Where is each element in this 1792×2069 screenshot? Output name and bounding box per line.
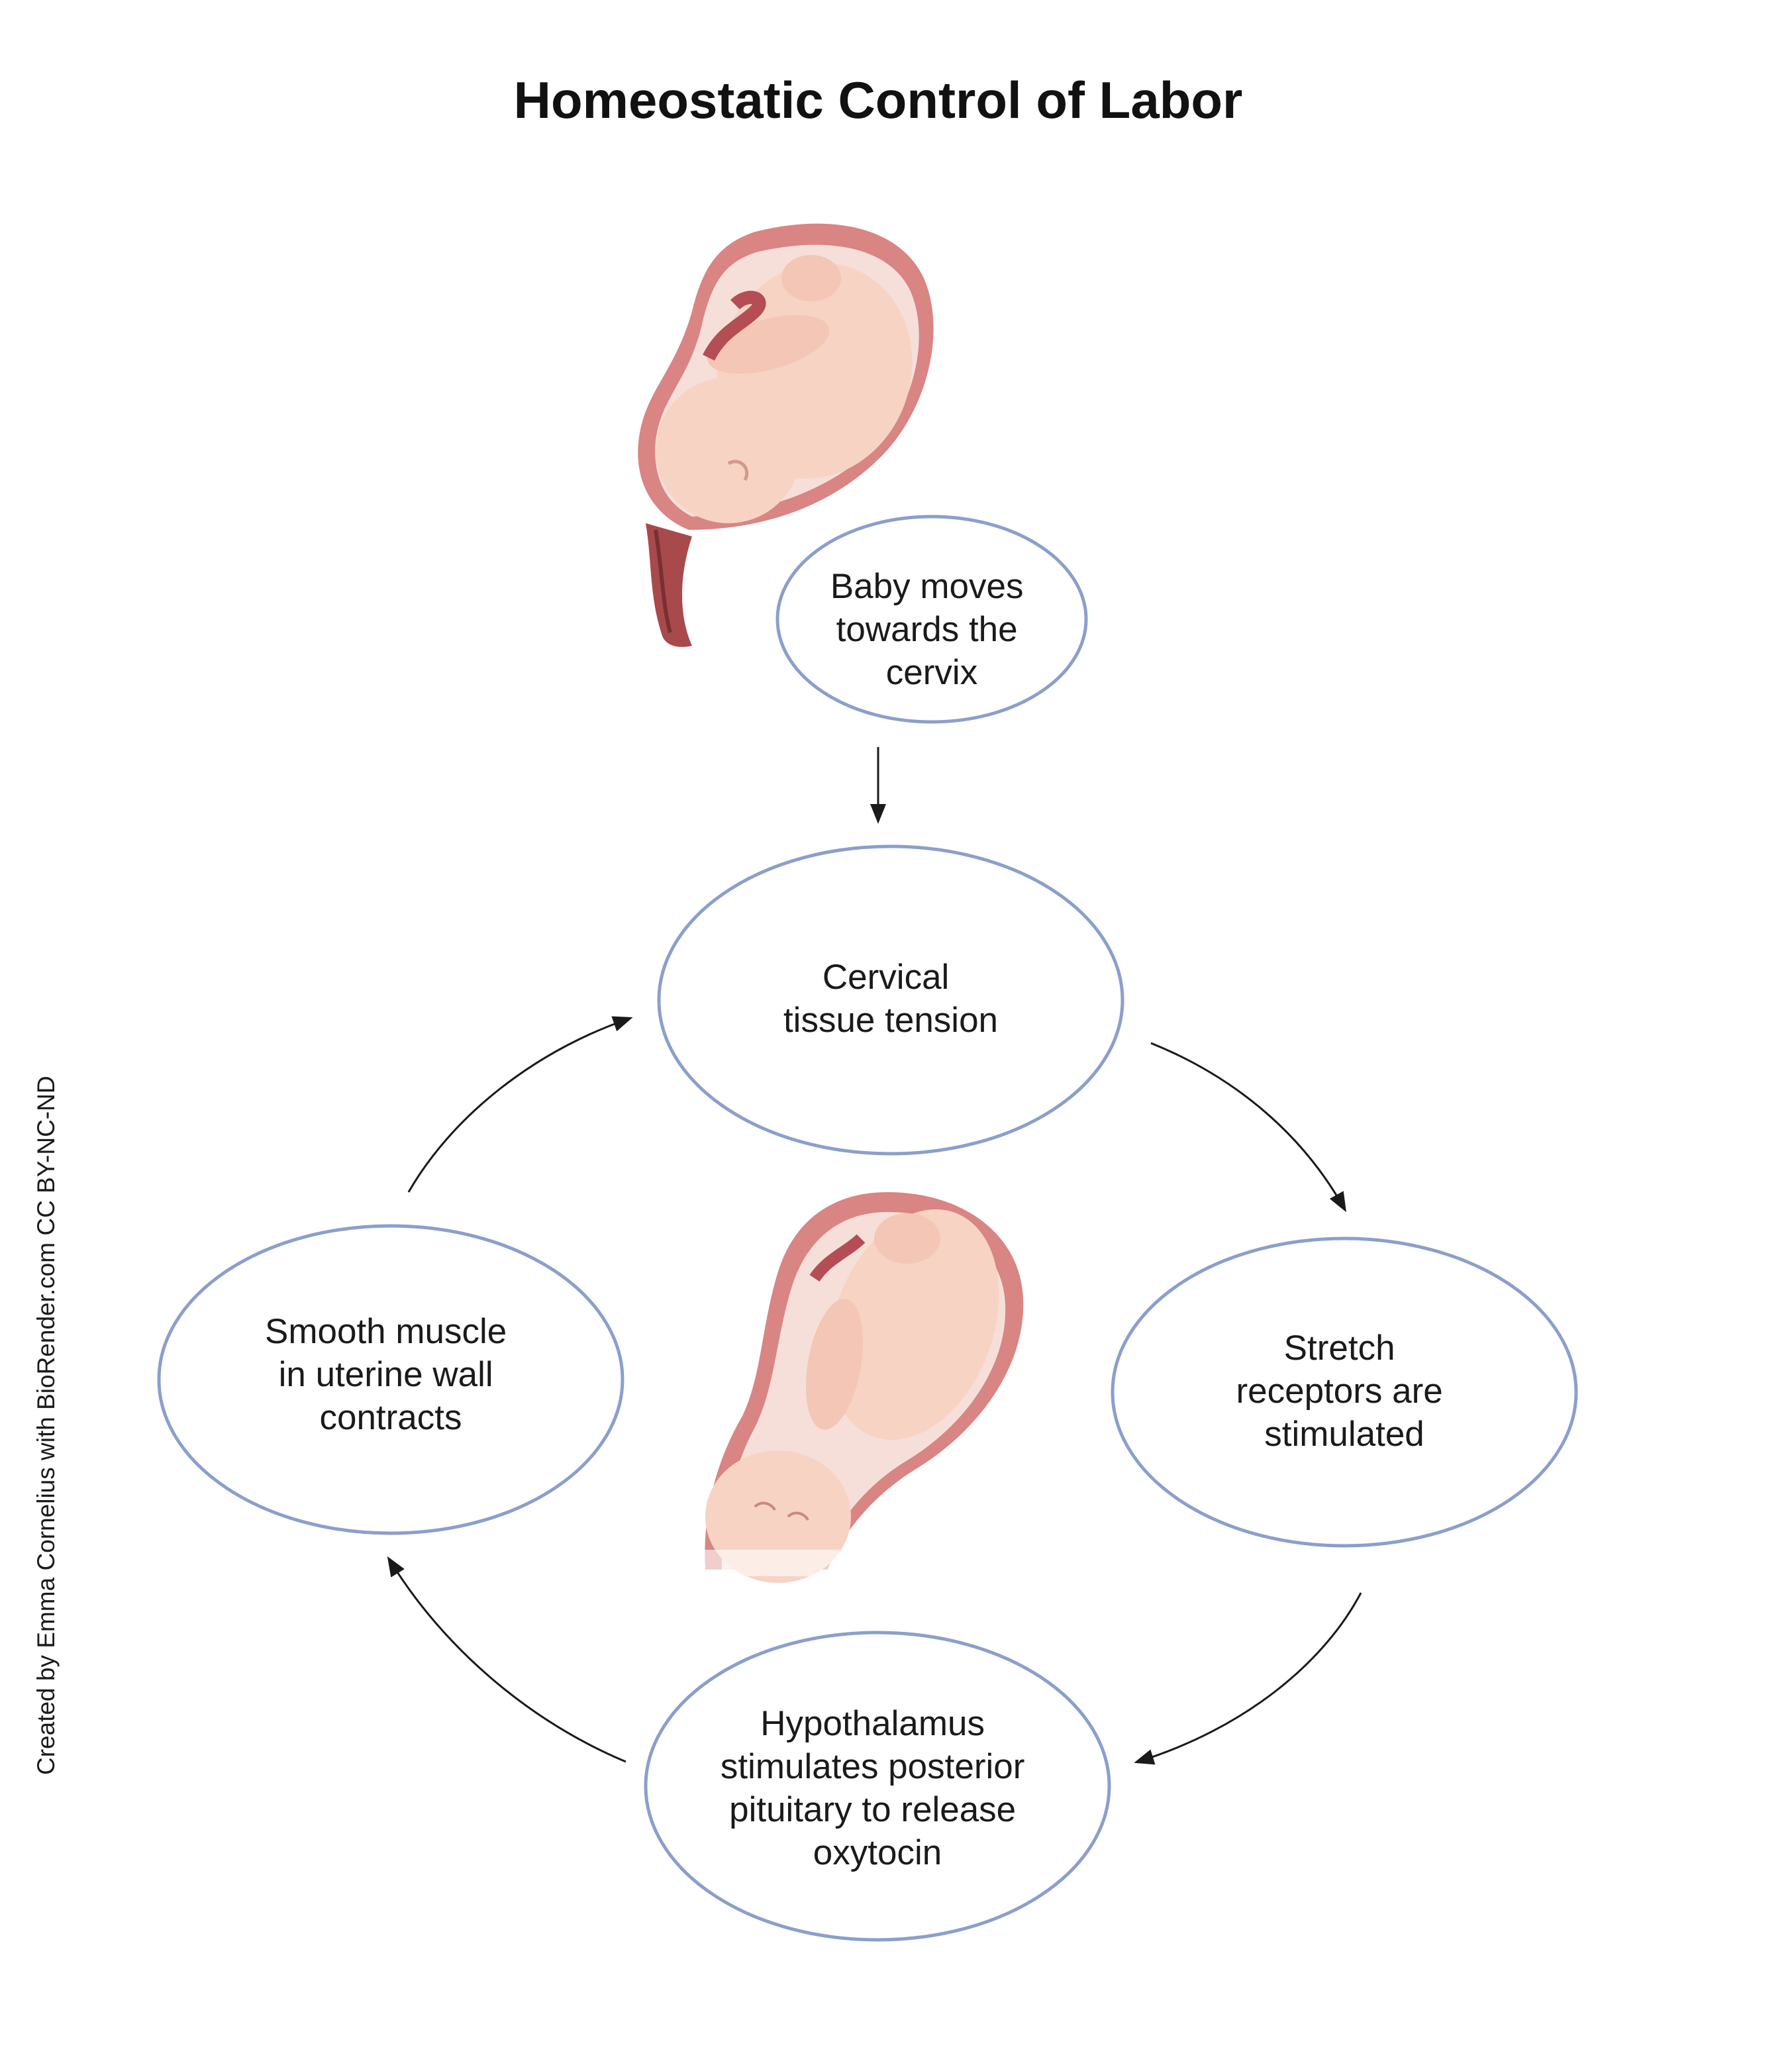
node-smooth-muscle: Smooth muscle in uterine wall contracts [157, 1224, 624, 1535]
node-baby-moves-line: cervix [886, 653, 977, 692]
svg-text:Smooth muscle in uterine: Smooth muscle in uterine wall contracts [265, 1312, 517, 1437]
svg-text:Cervical tissue tension: Cervical tissue tension [783, 958, 998, 1040]
arrow-smooth-muscle-to-cervical [407, 1016, 633, 1193]
node-stretch-receptors-line: Stretch [1284, 1329, 1395, 1368]
svg-text:Hypothalamus stimulates: Hypothalamus stimulates posterior pituit… [721, 1704, 1034, 1872]
uterus-fetus-head-down-illustration [689, 1192, 1024, 1583]
page-title: Homeostatic Control of Labor [514, 71, 1243, 129]
node-hypothalamus-line: Hypothalamus [760, 1704, 985, 1743]
arrow-stretch-to-hypothalamus [1134, 1592, 1362, 1765]
node-stretch-receptors-line: stimulated [1264, 1415, 1424, 1454]
node-hypothalamus-line: stimulates posterior [721, 1747, 1025, 1786]
node-hypothalamus-line: oxytocin [813, 1833, 942, 1872]
uterus-fetus-top-illustration [638, 223, 934, 647]
node-stretch-receptors-line: receptors are [1236, 1372, 1443, 1411]
node-stretch-receptors: Stretch receptors are stimulated [1111, 1236, 1578, 1548]
svg-text:Stretch receptors are: Stretch receptors are stimulated [1236, 1329, 1453, 1454]
node-cervical-tension: Cervical tissue tension [657, 844, 1124, 1156]
node-cervical-tension-line: Cervical [822, 958, 949, 997]
node-smooth-muscle-line: contracts [319, 1398, 462, 1437]
node-baby-moves-line: Baby moves [830, 567, 1024, 606]
node-hypothalamus-line: pituitary to release [729, 1790, 1016, 1829]
flow-arrows [387, 747, 1362, 1765]
node-baby-moves: Baby moves towards the cervix [775, 515, 1088, 724]
node-hypothalamus: Hypothalamus stimulates posterior pituit… [644, 1631, 1111, 1942]
node-cervical-tension-line: tissue tension [783, 1001, 998, 1040]
node-baby-moves-line: towards the [836, 610, 1018, 649]
node-smooth-muscle-line: in uterine wall [279, 1355, 493, 1394]
svg-text:Baby moves towards the: Baby moves towards the cervix [830, 567, 1033, 692]
arrow-hypothalamus-to-smooth-muscle [387, 1556, 626, 1763]
credit-text: Created by Emma Cornelius with BioRender… [32, 1076, 60, 1775]
arrow-cervical-to-stretch [1150, 1042, 1346, 1213]
node-smooth-muscle-line: Smooth muscle [265, 1312, 507, 1351]
